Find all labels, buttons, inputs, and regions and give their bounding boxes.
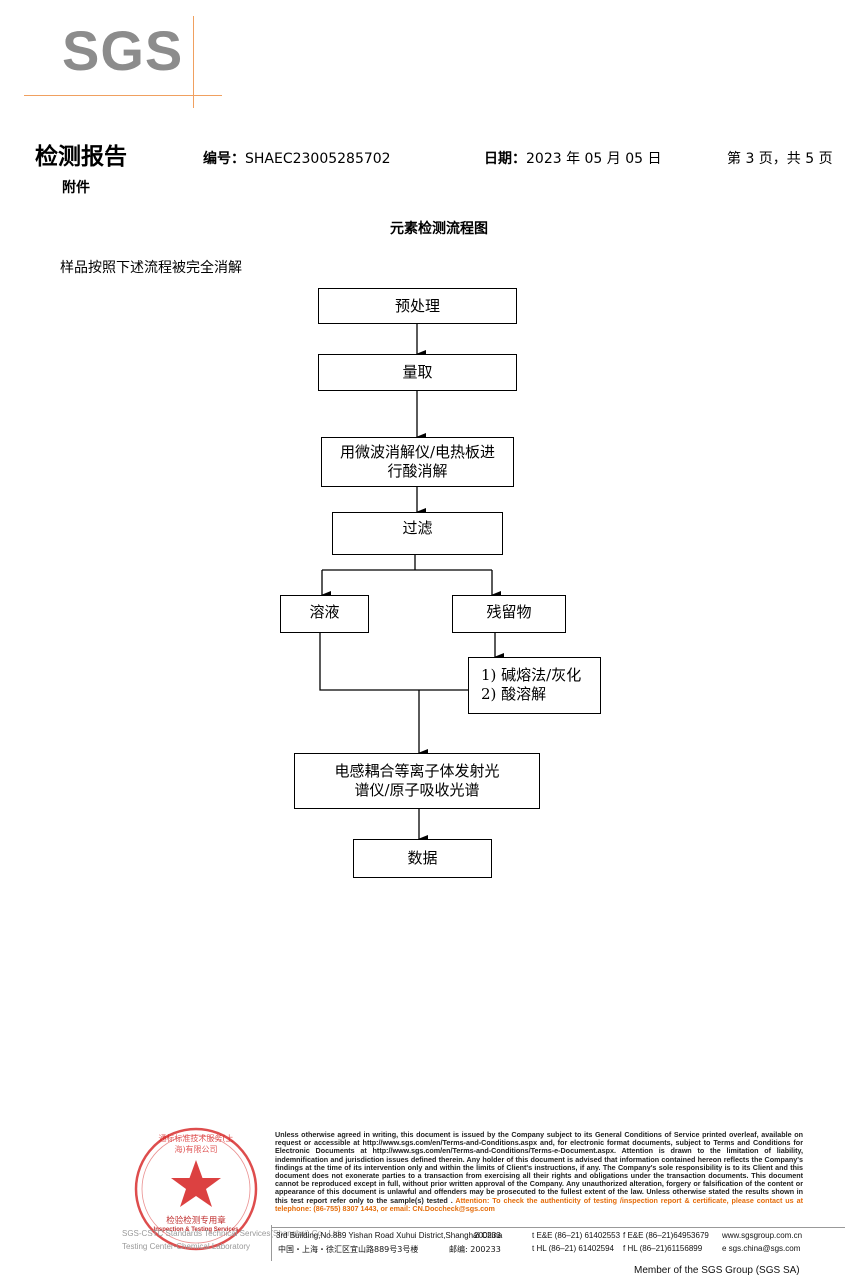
logo-rule-vertical (193, 16, 194, 108)
flow-step-filter-label: 过滤 (402, 519, 433, 537)
address-cn: 中国・上海・徐汇区宜山路889号3号楼 (278, 1245, 419, 1254)
email[interactable]: e sgs.china@sgs.com (722, 1244, 801, 1253)
flow-step-digestion: 用微波消解仪/电热板进 行酸消解 (321, 437, 514, 487)
flow-step-solution-label: 溶液 (309, 603, 340, 621)
flow-step-residue: 残留物 (452, 595, 566, 633)
flow-step-pretreatment-label: 预处理 (394, 296, 440, 315)
flow-step-solution: 溶液 (280, 595, 369, 633)
flow-step-residue-treatment-line2: 2) 酸溶解 (481, 685, 547, 703)
flow-step-measure: 量取 (318, 354, 517, 391)
stamp-side-line2: Testing Center-Chemical Laboratory (122, 1242, 251, 1251)
postcode-cn-value: 200233 (470, 1245, 501, 1254)
section-title: 元素检测流程图 (390, 221, 488, 237)
flow-step-filter: 过滤 (332, 512, 503, 555)
flow-step-data: 数据 (353, 839, 492, 878)
report-date: 日期：2023 年 05 月 05 日 (484, 148, 662, 168)
tel-hl: t HL (86–21) 61402594 (532, 1244, 614, 1253)
flow-step-pretreatment: 预处理 (318, 288, 517, 324)
flow-step-residue-treatment-line1: 1) 碱熔法/灰化 (481, 666, 582, 684)
flow-step-measure-label: 量取 (402, 363, 433, 381)
footer-vertical-rule (271, 1225, 272, 1261)
sgs-logo: SGS (62, 19, 184, 82)
flow-step-residue-treatment: 1) 碱熔法/灰化 2) 酸溶解 (468, 657, 601, 714)
postcode-cn-label: 邮编: (449, 1245, 468, 1254)
group-membership: Member of the SGS Group (SGS SA) (634, 1265, 800, 1276)
website[interactable]: www.sgsgroup.com.cn (722, 1231, 803, 1240)
legal-disclaimer-text: Unless otherwise agreed in writing, this… (275, 1130, 803, 1205)
flow-step-instrument-line2: 谱仪/原子吸收光谱 (354, 781, 480, 799)
report-number-label: 编号： (203, 151, 245, 167)
report-title: 检测报告 (35, 144, 127, 170)
flow-step-instrument-line1: 电感耦合等离子体发射光 (334, 762, 500, 780)
flow-step-digestion-line2: 行酸消解 (387, 462, 448, 480)
tel-ee: t E&E (86–21) 61402553 (532, 1231, 621, 1240)
report-number-value: SHAEC23005285702 (245, 151, 391, 167)
intro-text: 样品按照下述流程被完全消解 (60, 260, 242, 276)
official-stamp: 检验检测专用章 Inspection & Testing Services 通标… (131, 1124, 261, 1254)
stamp-english-text: Inspection & Testing Services (153, 1227, 239, 1233)
fax-ee: f E&E (86–21)64953679 (623, 1231, 709, 1240)
authenticity-notice: Attention: To check the authenticity of … (275, 1195, 803, 1213)
page-info: 第 3 页，共 5 页 (727, 151, 833, 167)
stamp-center-text: 检验检测专用章 (166, 1216, 226, 1226)
flow-step-instrument: 电感耦合等离子体发射光 谱仪/原子吸收光谱 (294, 753, 540, 809)
report-number: 编号：SHAEC23005285702 (203, 148, 391, 168)
attachment-label: 附件 (62, 180, 90, 196)
report-date-value: 2023 年 05 月 05 日 (526, 151, 662, 167)
legal-disclaimer: Unless otherwise agreed in writing, this… (275, 1130, 803, 1213)
flow-step-data-label: 数据 (407, 849, 438, 867)
footer-divider (272, 1227, 845, 1228)
stamp-side-line1: SGS-CSTC Standards Technical Services(Sh… (122, 1229, 342, 1238)
address-en: 3rd Building,No.889 Yishan Road Xuhui Di… (276, 1231, 503, 1240)
logo-rule-horizontal (24, 95, 222, 96)
fax-hl: f HL (86–21)61156899 (623, 1244, 703, 1253)
report-date-label: 日期： (484, 151, 526, 167)
stamp-graphic (134, 1127, 258, 1251)
flow-step-residue-label: 残留物 (486, 603, 532, 621)
postcode-cn: 邮编: 200233 (449, 1244, 501, 1255)
stamp-ring-text: 通标标准技术服务(上海)有限公司 (158, 1134, 234, 1154)
flow-step-digestion-line1: 用微波消解仪/电热板进 (339, 443, 496, 461)
postcode-en: 200233 (474, 1231, 501, 1240)
flowchart-connectors (319, 323, 504, 843)
